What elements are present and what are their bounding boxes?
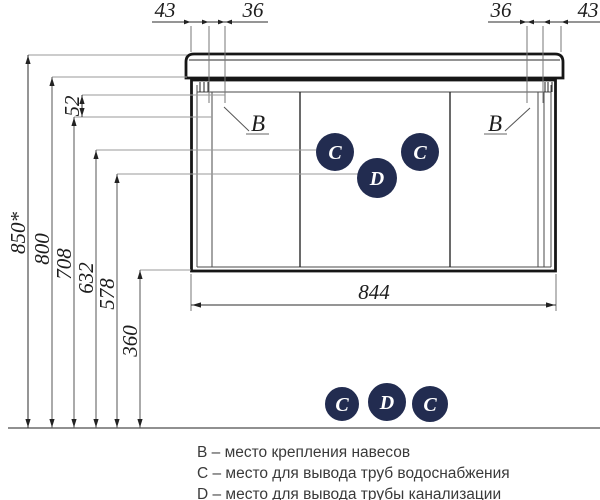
water-marker-label: C: [423, 394, 437, 416]
dim-arrow: [93, 419, 99, 428]
dim-label-850: 850*: [6, 212, 30, 255]
dim-arrow: [225, 19, 232, 25]
hinge-marks-left: [199, 82, 209, 92]
dim-arrow: [137, 419, 143, 428]
dim-arrow: [71, 117, 77, 126]
dim-label-578: 578: [95, 278, 119, 310]
dim-arrow: [79, 108, 85, 117]
hinge-marker-label: B: [251, 111, 265, 136]
dim-arrow: [25, 419, 31, 428]
leader-line: [504, 107, 531, 132]
dim-label-360: 360: [118, 325, 142, 358]
legend-item-hinge: B – место крепления навесов: [197, 444, 411, 461]
dim-arrow: [114, 419, 120, 428]
dim-arrow: [25, 55, 31, 64]
dim-label-632: 632: [74, 262, 98, 294]
dim-label-43-left: 43: [155, 0, 176, 22]
dim-arrow: [114, 174, 120, 183]
dimension-52: 52: [60, 95, 85, 117]
water-marker-label: C: [413, 142, 427, 164]
dim-label-36-left: 36: [242, 0, 265, 22]
drain-outlet-marker: [357, 158, 397, 198]
leader-line: [223, 106, 250, 132]
dim-arrow: [192, 302, 201, 308]
dim-arrow: [543, 19, 550, 25]
top-dimension-left: 43 36: [152, 0, 268, 103]
legend-item-drain: D – место для вывода трубы канализации: [197, 486, 502, 500]
dim-arrow: [218, 19, 225, 25]
dim-arrow: [71, 419, 77, 428]
dim-arrow: [93, 150, 99, 159]
hinge-marker-label: B: [488, 111, 502, 136]
water-marker-label: C: [335, 394, 349, 416]
drain-marker-label: D: [379, 392, 394, 414]
drain-outlet-marker: [366, 381, 408, 423]
drain-marker-label: D: [369, 168, 384, 190]
dim-arrow: [137, 270, 143, 279]
dim-arrow: [79, 95, 85, 104]
dim-arrow: [527, 19, 534, 25]
hinge-marks-right: [544, 82, 553, 92]
dim-label-43-right: 43: [578, 0, 599, 22]
legend: B – место крепления навесов C – место дл…: [197, 442, 510, 500]
height-dimensions: 52 850* 800 708 632 578 360: [6, 54, 358, 428]
water-marker-label: C: [328, 142, 342, 164]
dim-label-52: 52: [60, 95, 84, 117]
water-outlet-marker: [323, 385, 361, 423]
hinge-marker-left: B: [223, 106, 269, 136]
dim-arrow: [202, 19, 209, 25]
top-dimension-right: 36 43: [488, 0, 600, 103]
dim-label-800: 800: [30, 233, 54, 265]
dim-label-708: 708: [52, 248, 76, 280]
legend-item-water: C – место для вывода труб водоснабжения: [197, 465, 510, 482]
water-outlet-marker: [410, 384, 450, 424]
pipe-markers-cabinet: C D C: [316, 133, 439, 198]
dim-arrow: [520, 19, 527, 25]
dim-arrow: [49, 419, 55, 428]
water-outlet-marker: [316, 133, 354, 171]
hinge-marker-right: B: [484, 107, 531, 136]
dim-arrow: [184, 19, 191, 25]
pipe-markers-floor: C D C: [323, 381, 450, 424]
dim-arrow: [546, 302, 555, 308]
dim-label-36-right: 36: [490, 0, 513, 22]
dim-arrow: [49, 77, 55, 86]
dim-arrow: [561, 19, 568, 25]
dim-label-844: 844: [358, 280, 390, 304]
water-outlet-marker: [401, 133, 439, 171]
width-dimension: 844: [190, 274, 557, 311]
countertop: [184, 52, 565, 80]
